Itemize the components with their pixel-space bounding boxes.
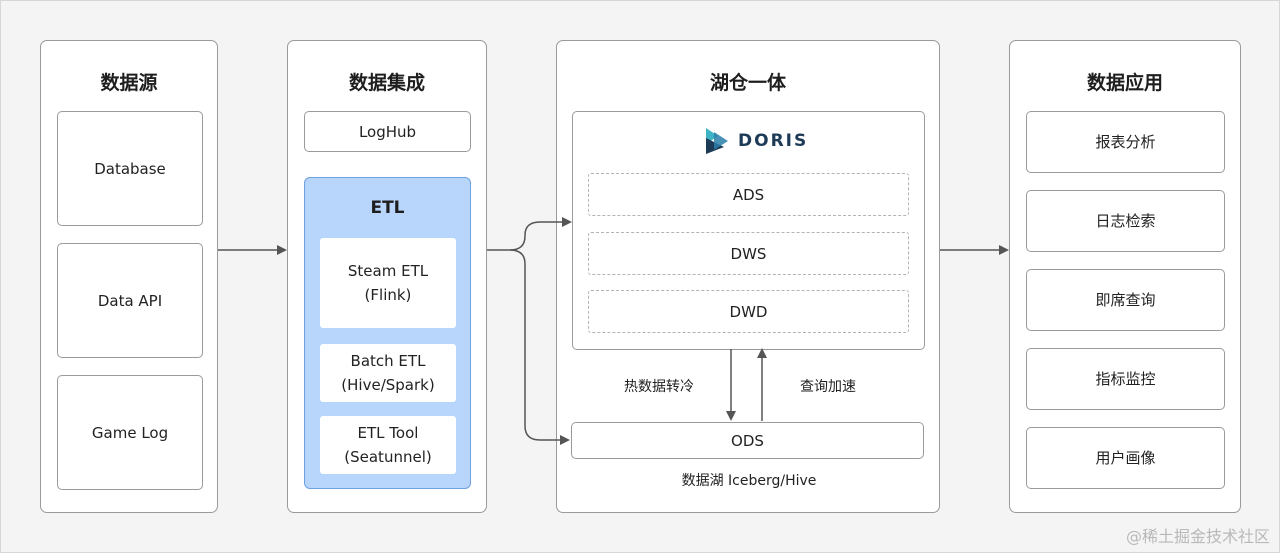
query-accel-label: 查询加速 (800, 379, 856, 395)
data-applications-title: 数据应用 (1086, 72, 1163, 94)
doris-logo: DORIS (704, 126, 808, 156)
doris-logo-text: DORIS (738, 131, 809, 151)
layer-ads: ADS (588, 173, 909, 216)
etl-item-batch: Batch ETL (Hive/Spark) (320, 344, 456, 402)
doris-logo-icon (706, 128, 728, 154)
data-sources-title: 数据源 (100, 72, 158, 94)
app-metric-monitor: 指标监控 (1026, 348, 1225, 410)
source-game-log: Game Log (57, 375, 203, 490)
etl-item-stream: Steam ETL (Flink) (320, 238, 456, 328)
source-data-api: Data API (57, 243, 203, 358)
loghub-box: LogHub (304, 111, 471, 152)
app-user-profile: 用户画像 (1026, 427, 1225, 489)
app-adhoc-query: 即席查询 (1026, 269, 1225, 331)
lakehouse-panel: 湖仓一体 DORIS ADS DWS DWD ODS 热数据转冷 查询加速 数据… (556, 40, 940, 513)
watermark: @稀土掘金技术社区 (1125, 527, 1270, 546)
data-integration-title: 数据集成 (348, 72, 425, 94)
etl-item-tool: ETL Tool (Seatunnel) (320, 416, 456, 474)
etl-title: ETL (370, 198, 405, 218)
app-report-analysis: 报表分析 (1026, 111, 1225, 173)
layer-dws: DWS (588, 232, 909, 275)
doris-warehouse: DORIS ADS DWS DWD (572, 111, 925, 350)
etl-group: ETL Steam ETL (Flink) Batch ETL (Hive/Sp… (304, 177, 471, 489)
lake-caption: 数据湖 Iceberg/Hive (681, 473, 817, 489)
arrow-integration-to-doris (487, 217, 572, 251)
lakehouse-title: 湖仓一体 (709, 72, 786, 94)
app-log-search: 日志检索 (1026, 190, 1225, 252)
data-sources-panel: 数据源 Database Data API Game Log (40, 40, 218, 513)
data-applications-panel: 数据应用 报表分析 日志检索 即席查询 指标监控 用户画像 (1009, 40, 1241, 513)
ods-box: ODS (571, 422, 924, 459)
source-database: Database (57, 111, 203, 226)
arrow-integration-to-ods (509, 249, 570, 445)
data-integration-panel: 数据集成 LogHub ETL Steam ETL (Flink) Batch … (287, 40, 487, 513)
layer-dwd: DWD (588, 290, 909, 333)
hot-to-cold-label: 热数据转冷 (624, 379, 694, 395)
